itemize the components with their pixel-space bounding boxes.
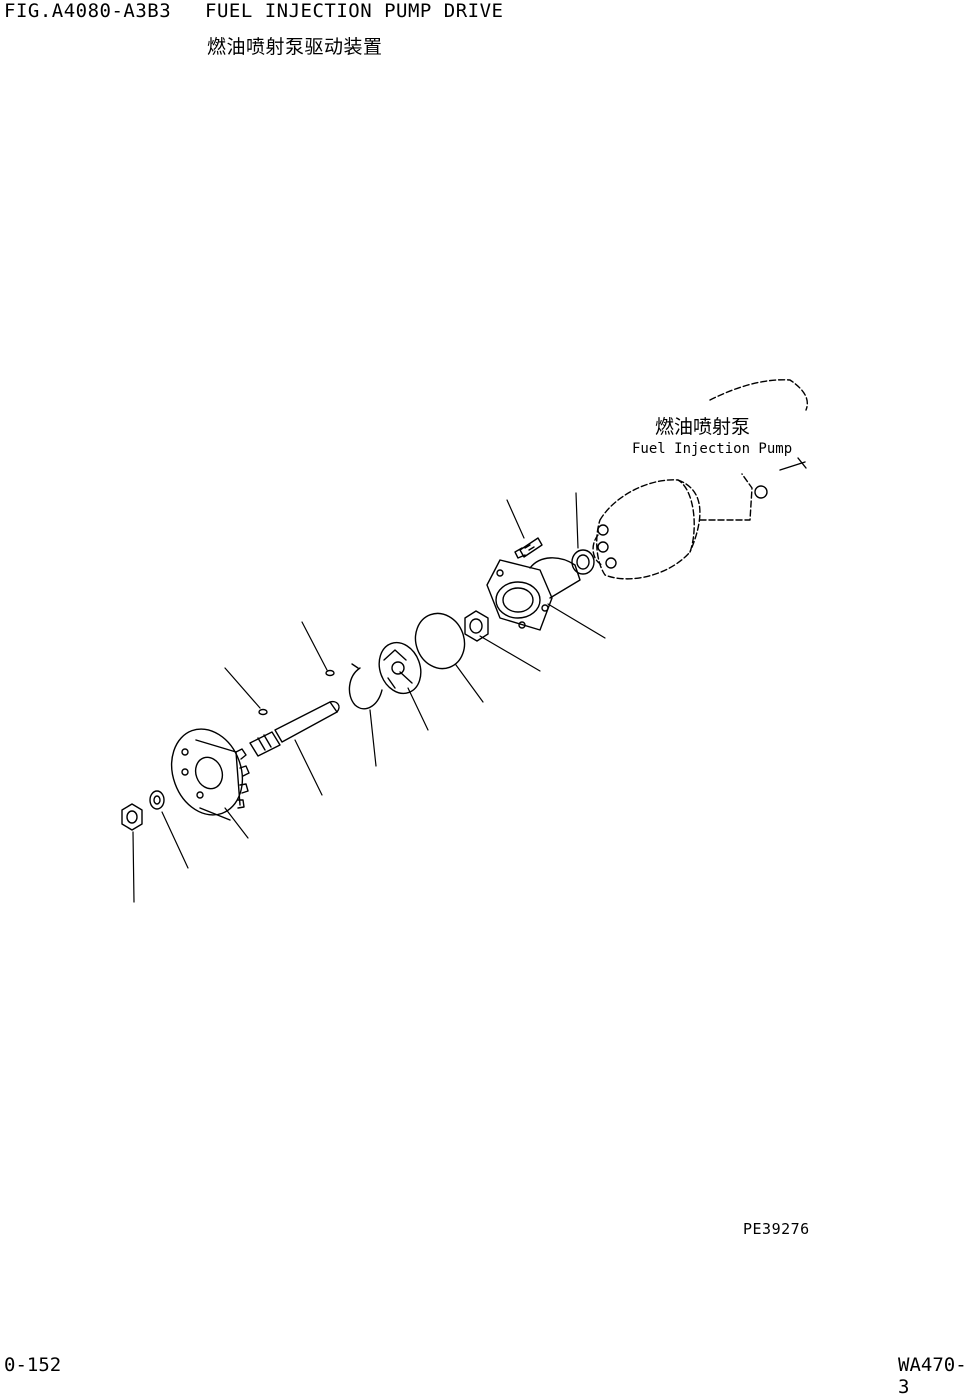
page-number: 0-152: [4, 1354, 62, 1376]
bearing: [571, 549, 595, 575]
pump-label-en: Fuel Injection Pump: [632, 441, 792, 457]
o-ring: [414, 612, 466, 670]
pump-label-cn: 燃油喷射泵: [655, 416, 750, 438]
coupling-disc: [378, 641, 422, 695]
key-pin-2: [258, 708, 268, 716]
pump-fitting: [779, 457, 807, 471]
figure-title: FUEL INJECTION PUMP DRIVE: [205, 0, 504, 22]
drive-gear: [170, 728, 250, 821]
diagram-reference: PE39276: [743, 1220, 810, 1238]
leader-lines: [132, 492, 606, 903]
pump-port-circles: [597, 485, 768, 569]
figure-title-cn: 燃油喷射泵驱动装置: [207, 36, 383, 58]
lock-nut: [121, 803, 143, 831]
hex-nut: [464, 610, 489, 642]
bolt: [514, 537, 543, 559]
snap-ring: [348, 667, 383, 710]
drive-shaft: [249, 700, 340, 757]
figure-code: FIG.A4080-A3B3: [4, 0, 172, 22]
key-pin: [325, 669, 335, 677]
snap-ring-tab: [351, 663, 359, 669]
fuel-injection-pump-outline: [592, 379, 808, 580]
washer: [149, 790, 165, 810]
drive-housing: [486, 557, 581, 631]
model-code: WA470-3: [898, 1354, 967, 1398]
